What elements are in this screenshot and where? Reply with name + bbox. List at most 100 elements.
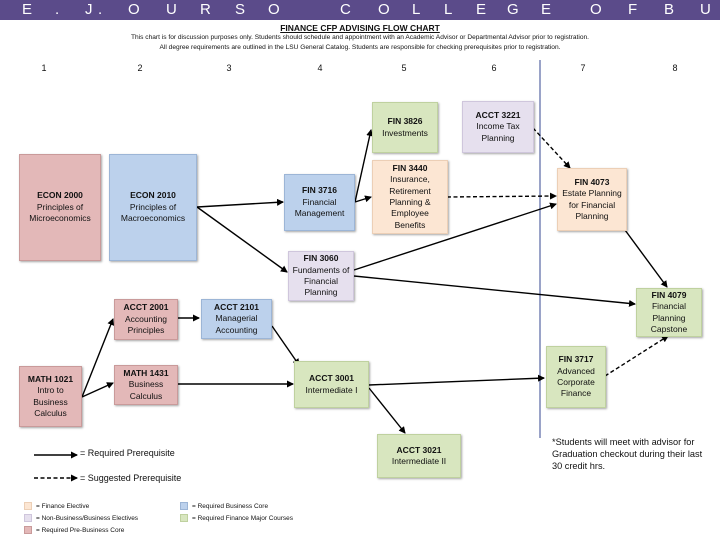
course-acct3021: ACCT 3021 Intermediate II [377,434,461,478]
graduation-note: *Students will meet with advisor for Gra… [552,437,703,471]
course-code: ACCT 2001 [123,302,169,313]
arrow-acct3221-fin4073 [532,127,571,169]
course-fin3440: FIN 3440 Insurance, Retirement Planning … [372,160,448,234]
course-code: ACCT 3221 [475,109,521,120]
column-number: 1 [41,63,47,73]
chart-title: FINANCE CFP ADVISING FLOW CHART [280,23,440,33]
course-fin3060: FIN 3060 Fundaments of Financial Plannin… [288,251,354,301]
course-code: FIN 3440 [392,162,428,173]
course-math1021: MATH 1021 Intro to Business Calculus [19,366,82,427]
column-number: 8 [672,63,678,73]
arrow-fin4073-fin4079 [624,229,668,288]
swatch [180,514,188,522]
course-name: Intermediate I [305,384,358,395]
course-fin4073: FIN 4073 Estate Planning for Financial P… [557,168,627,231]
banner-letter: O [128,1,140,18]
course-acct3221: ACCT 3221 Income Tax Planning [462,101,534,153]
banner-letter: E [476,1,487,18]
banner-letter: E [541,1,552,18]
column-number: 5 [401,63,407,73]
column-number: 2 [137,63,143,73]
course-name: Principles of Macroeconomics [120,201,186,224]
banner-letter: L [412,1,421,18]
banner-letter: C [340,1,351,18]
key-pre-business: = Required Pre-Business Core [24,526,124,534]
course-name: Financial Planning Capstone [650,301,688,334]
arrow-fin3716-fin3826 [354,129,374,203]
disclaimer-line-2: All degree requirements are outlined in … [159,44,561,51]
course-fin3826: FIN 3826 Investments [372,102,438,153]
swatch [24,526,32,534]
course-acct2101: ACCT 2101 Managerial Accounting [201,299,272,339]
key-label: = Finance Elective [36,502,90,510]
course-code: ACCT 2101 [214,301,259,312]
course-name: Business Calculus [128,379,164,401]
banner-letter: B [664,1,675,18]
banner-letter: . [98,1,103,18]
arrow-math1021-math1431 [81,382,114,398]
course-name: Fundaments of Financial Planning [292,264,350,298]
arrow-acct3001-acct3021 [368,387,406,434]
arrow-math1021-acct2001 [81,318,115,398]
arrow-fin3440-fin4073 [446,192,557,200]
course-name: Intermediate II [391,456,447,466]
course-code: FIN 3826 [387,116,423,127]
course-name: Income Tax Planning [476,121,520,143]
course-code: FIN 3717 [558,354,594,365]
course-code: ECON 2010 [130,190,176,201]
course-name: Managerial Accounting [215,313,258,335]
banner-letter: O [590,1,602,18]
banner-letter: O [378,1,390,18]
column-number: 4 [317,63,323,73]
course-fin4079: FIN 4079 Financial Planning Capstone [636,288,702,337]
course-code: FIN 4079 [651,289,687,300]
arrow-fin3060-fin4079 [353,275,636,307]
course-code: MATH 1021 [27,373,74,384]
course-fin3717: FIN 3717 Advanced Corporate Finance [546,346,606,408]
arrow-fin3716-fin3440 [354,195,372,203]
course-name: Principles of Microeconomics [29,201,91,224]
disclaimer-line-1: This chart is for discussion purposes on… [130,34,589,41]
arrow-acct2101-acct3001 [271,325,300,366]
banner-letter: F [628,1,638,18]
swatch [180,502,188,510]
course-code: ECON 2000 [37,190,83,201]
course-econ2010: ECON 2010 Principles of Macroeconomics [109,154,197,261]
key-label: = Required Finance Major Courses [192,514,293,522]
arrow-econ2010-fin3716 [196,198,284,208]
course-code: FIN 3060 [303,253,339,264]
arrow-fin3717-fin4079 [604,335,669,377]
course-math1431: MATH 1431 Business Calculus [114,365,178,405]
course-code: MATH 1431 [123,367,169,378]
arrow-fin3060-fin4073 [353,202,557,271]
key-finance-elective: = Finance Elective [24,502,89,510]
banner-letter: G [507,1,519,18]
course-name: Insurance, Retirement Planning & Employe… [389,174,431,230]
banner-letter: J [85,1,93,18]
key-label: = Non-Business/Business Electives [36,514,139,522]
course-code: FIN 4073 [574,176,610,187]
key-label: = Required Business Core [192,502,269,510]
course-name: Financial Management [294,196,345,219]
key-label: = Required Pre-Business Core [36,526,125,534]
course-code: ACCT 3021 [396,444,442,455]
arrow-econ2010-fin3060 [196,206,288,273]
banner-letter: S [235,1,246,18]
banner-letter: U [700,1,711,18]
column-number: 7 [580,63,586,73]
swatch [24,502,32,510]
course-name: Estate Planning for Financial Planning [562,188,622,221]
course-name: Advanced Corporate Finance [557,365,595,399]
course-name: Accounting Principles [124,313,168,336]
banner-letter: L [444,1,453,18]
key-non-business: = Non-Business/Business Electives [24,514,138,522]
course-econ2000: ECON 2000 Principles of Microeconomics [19,154,101,261]
banner-letter: . [55,1,60,18]
swatch [24,514,32,522]
key-finance-major: = Required Finance Major Courses [180,514,293,522]
course-code: FIN 3716 [302,185,337,196]
graduation-divider [539,60,541,438]
column-number: 3 [226,63,232,73]
course-code: ACCT 3001 [309,373,354,384]
banner-letter: E [22,1,33,18]
